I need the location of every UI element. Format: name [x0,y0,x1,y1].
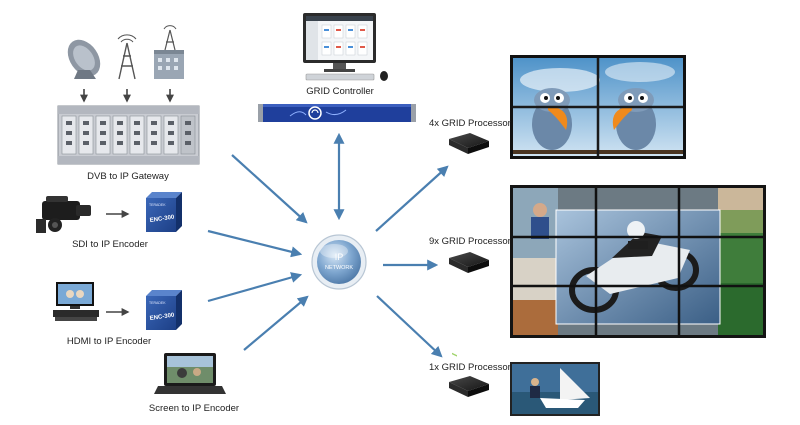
arrow-hdmi-to-hub [207,272,303,303]
controller-ui-widget [333,24,344,39]
label-sdi-encoder: SDI to IP Encoder [72,239,148,250]
controller-ui-widget [357,24,368,39]
arrow-screen-to-hub [243,295,309,351]
controller-ui-indicator [360,46,365,48]
controller-ui-widget [345,41,356,56]
hdmi-encoder-device: ENC-300 TERADEK [146,290,182,330]
rack-slot-port [151,131,157,135]
controller-ui-indicator [324,29,329,31]
rack-slot-port [83,131,89,135]
label-9x-processor: 9x GRID Processor [429,236,511,247]
controller-ui-indicator [348,29,353,31]
controller-ui-widget [333,41,344,56]
connection-arrows [207,132,449,358]
enc-model-text: ENC-300 [149,313,175,322]
controller-ui-widget [357,41,368,56]
grid-processor-9x-device [449,252,489,273]
arrow-hub-to-4x [375,165,449,232]
rack-slot-port [168,121,174,125]
rack-slot-port [100,131,106,135]
controller-ui-indicator [348,46,353,48]
controller-ui-widget [321,41,332,56]
dvb-gateway-rack [57,105,200,165]
video-wall-3x3 [510,185,766,338]
label-hdmi-encoder: HDMI to IP Encoder [66,336,152,347]
rack-slot-port [134,121,140,125]
rack-slot-port [66,141,72,145]
rack-slot-port [100,121,106,125]
rack-slot-port [117,131,123,135]
rack-slot-port [100,141,106,145]
grid-processor-4x-device [449,133,489,357]
controller-ui-widget [345,24,356,39]
label-dvb-gateway: DVB to IP Gateway [87,171,169,182]
controller-rack-unit [258,104,416,122]
label-grid-controller: GRID Controller [306,86,374,97]
rack-slot-port [185,131,191,135]
enc-brand-text: TERADEK [149,301,166,305]
controller-ui-indicator [360,29,365,31]
label-4x-processor: 4x GRID Processor [429,118,511,129]
rack-slot-port [185,121,191,125]
hdmi-source-tv-icon [53,282,99,321]
enc-model-text: ENC-300 [149,215,175,224]
grid-processor-1x-device [449,376,489,397]
rack-slot-port [151,121,157,125]
controller-ui-indicator [336,29,341,31]
hub-label-line1: IP [335,252,344,262]
grid-controller-monitor [303,13,388,81]
hub-label-line2: NETWORK [325,265,353,271]
rack-slot-port [66,131,72,135]
rack-slot-port [151,141,157,145]
controller-ui-widget [321,24,332,39]
enc-brand-text: TERADEK [149,203,166,207]
label-screen-encoder: Screen to IP Encoder [148,403,240,414]
arrow-gateway-to-hub [231,154,308,224]
rack-slot-port [83,141,89,145]
video-wall-2x2 [510,55,686,159]
antenna-tower-icon [117,34,137,80]
rack-slot-port [134,131,140,135]
rack-slot-port [117,121,123,125]
sdi-encoder-device: ENC-300 TERADEK [146,192,182,232]
arrow-down-icon [80,89,174,103]
controller-ui-indicator [336,46,341,48]
rack-slot-port [134,141,140,145]
laptop-icon [154,353,226,394]
rack-slot-port [168,131,174,135]
ip-network-hub: IP NETWORK [311,234,367,290]
satellite-dish-icon [67,39,101,79]
video-wall-1x1 [510,362,600,416]
building-tower-icon [154,25,184,79]
controller-ui-indicator [324,46,329,48]
rack-slot-port [168,141,174,145]
rack-slot-port [83,121,89,125]
rack-slot-port [117,141,123,145]
arrow-sdi-to-hub [207,229,303,258]
camera-icon [36,196,91,233]
label-1x-processor: 1x GRID Processor [429,362,511,373]
rack-slot-port [66,121,72,125]
arrow-hub-to-1x [376,295,443,358]
rack-slot-port [185,141,191,145]
